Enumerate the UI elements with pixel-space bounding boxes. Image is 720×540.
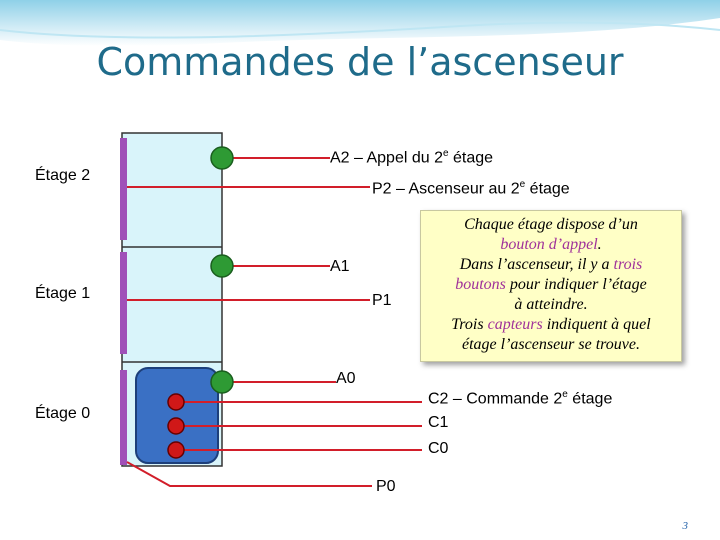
- call-button-0-icon: [210, 370, 234, 394]
- sensor-bar-2: [120, 138, 127, 240]
- signal-p2-label: P2 – Ascenseur au 2e étage: [372, 179, 570, 198]
- signal-c0-label: C0: [428, 440, 449, 457]
- cabin-button-0-icon: [167, 441, 185, 459]
- page-number: 3: [682, 520, 689, 532]
- note-line-3: Dans l’ascenseur, il y a trois: [459, 256, 643, 273]
- elevator-cabin: [135, 367, 219, 464]
- header-banner: [0, 0, 720, 47]
- signal-p0-label: P0: [376, 478, 396, 495]
- sensor-bar-0: [120, 370, 127, 465]
- note-line-4: boutons pour indiquer l’étage: [455, 276, 647, 293]
- signal-a0-label: A0: [336, 370, 356, 387]
- signal-c2-label: C2 – Commande 2e étage: [428, 389, 613, 408]
- wire-p0: [126, 461, 372, 487]
- signal-a1-label: A1: [330, 258, 350, 275]
- signal-c1-label: C1: [428, 414, 449, 431]
- floor-label-1: Étage 1: [35, 285, 91, 302]
- note-line-6: Trois capteurs indiquent à quel: [451, 316, 651, 333]
- floor-label-0: Étage 0: [35, 405, 91, 422]
- call-button-1-icon: [210, 254, 234, 278]
- signal-a2-label: A2 – Appel du 2e étage: [330, 148, 494, 167]
- cabin-button-1-icon: [167, 417, 185, 435]
- note-line-5: à atteindre.: [514, 296, 588, 313]
- explanation-note: Chaque étage dispose d’un bouton d’appel…: [420, 210, 682, 362]
- note-line-7: étage l’ascenseur se trouve.: [461, 336, 640, 353]
- note-line-2: bouton d’appel.: [500, 236, 602, 253]
- note-line-1: Chaque étage dispose d’un: [464, 216, 638, 233]
- sensor-bar-1: [120, 252, 127, 354]
- page-title: Commandes de l’ascenseur: [96, 40, 624, 84]
- cabin-button-2-icon: [167, 393, 185, 411]
- floor-label-2: Étage 2: [35, 167, 91, 184]
- signal-p1-label: P1: [372, 292, 392, 309]
- call-button-2-icon: [210, 146, 234, 170]
